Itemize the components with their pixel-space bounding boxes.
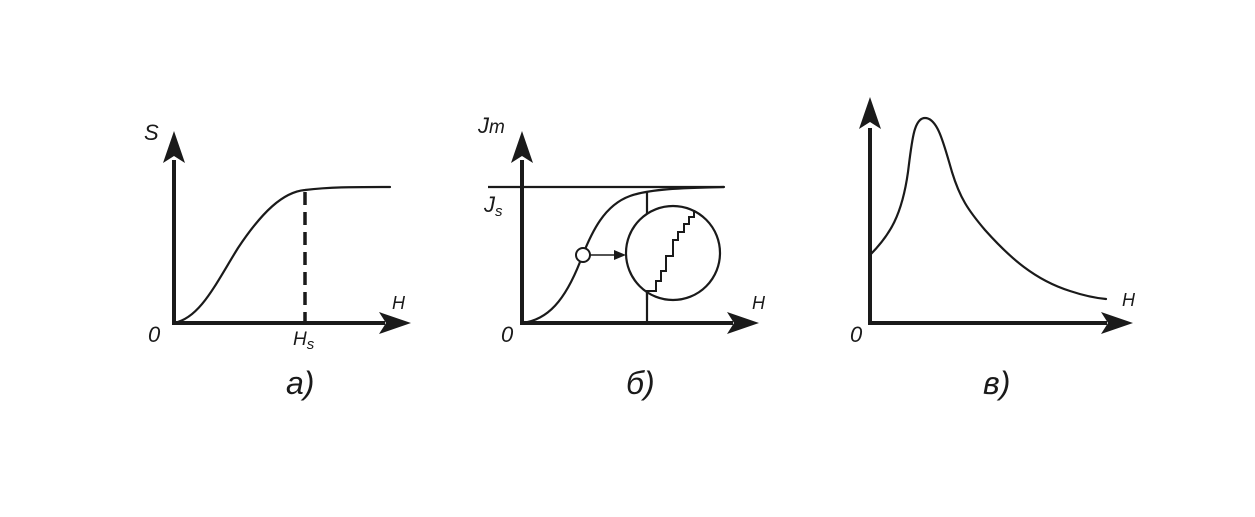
panel-a: S H 0 Hs а) <box>144 120 411 401</box>
panel-a-marker-label-main: H <box>293 329 307 350</box>
panel-b-y-label-sub: m <box>489 117 505 138</box>
panel-a-x-arrow <box>379 312 411 334</box>
panel-b-x-arrow <box>727 312 759 334</box>
panel-b-caption: б) <box>626 365 655 401</box>
panel-b-pointer-arrow <box>614 250 626 260</box>
panel-c-x-arrow <box>1101 312 1133 334</box>
panel-a-curve <box>172 185 392 325</box>
panel-b-y-label: Jm <box>477 113 505 138</box>
panel-b: Jm Js H 0 б) <box>477 113 766 401</box>
panel-a-origin-label: 0 <box>148 322 161 347</box>
panel-b-curve <box>520 185 726 325</box>
panel-b-point-marker <box>575 247 591 263</box>
panel-a-marker-label: Hs <box>293 329 315 353</box>
panel-a-x-label: H <box>392 293 406 313</box>
panel-a-caption: а) <box>286 365 314 401</box>
panel-b-level-label-main: J <box>483 192 496 217</box>
panel-c-x-label: H <box>1122 290 1136 310</box>
panel-b-x-label: H <box>752 293 766 313</box>
panel-c-curve <box>868 116 1108 301</box>
panel-c: H 0 в) <box>850 97 1136 401</box>
panel-a-marker-label-sub: s <box>307 336 315 353</box>
panel-a-y-arrow <box>163 131 185 163</box>
panel-b-level-label: Js <box>483 192 503 220</box>
panel-c-origin-label: 0 <box>850 322 863 347</box>
panel-a-y-label: S <box>144 120 159 145</box>
panel-b-origin-label: 0 <box>501 322 514 347</box>
panel-b-y-arrow <box>511 131 533 163</box>
panel-c-caption: в) <box>983 365 1010 401</box>
panel-b-staircase <box>646 210 695 292</box>
panel-b-y-label-main: J <box>477 113 490 138</box>
panel-b-level-label-sub: s <box>495 203 503 220</box>
panel-c-y-arrow <box>859 97 881 129</box>
